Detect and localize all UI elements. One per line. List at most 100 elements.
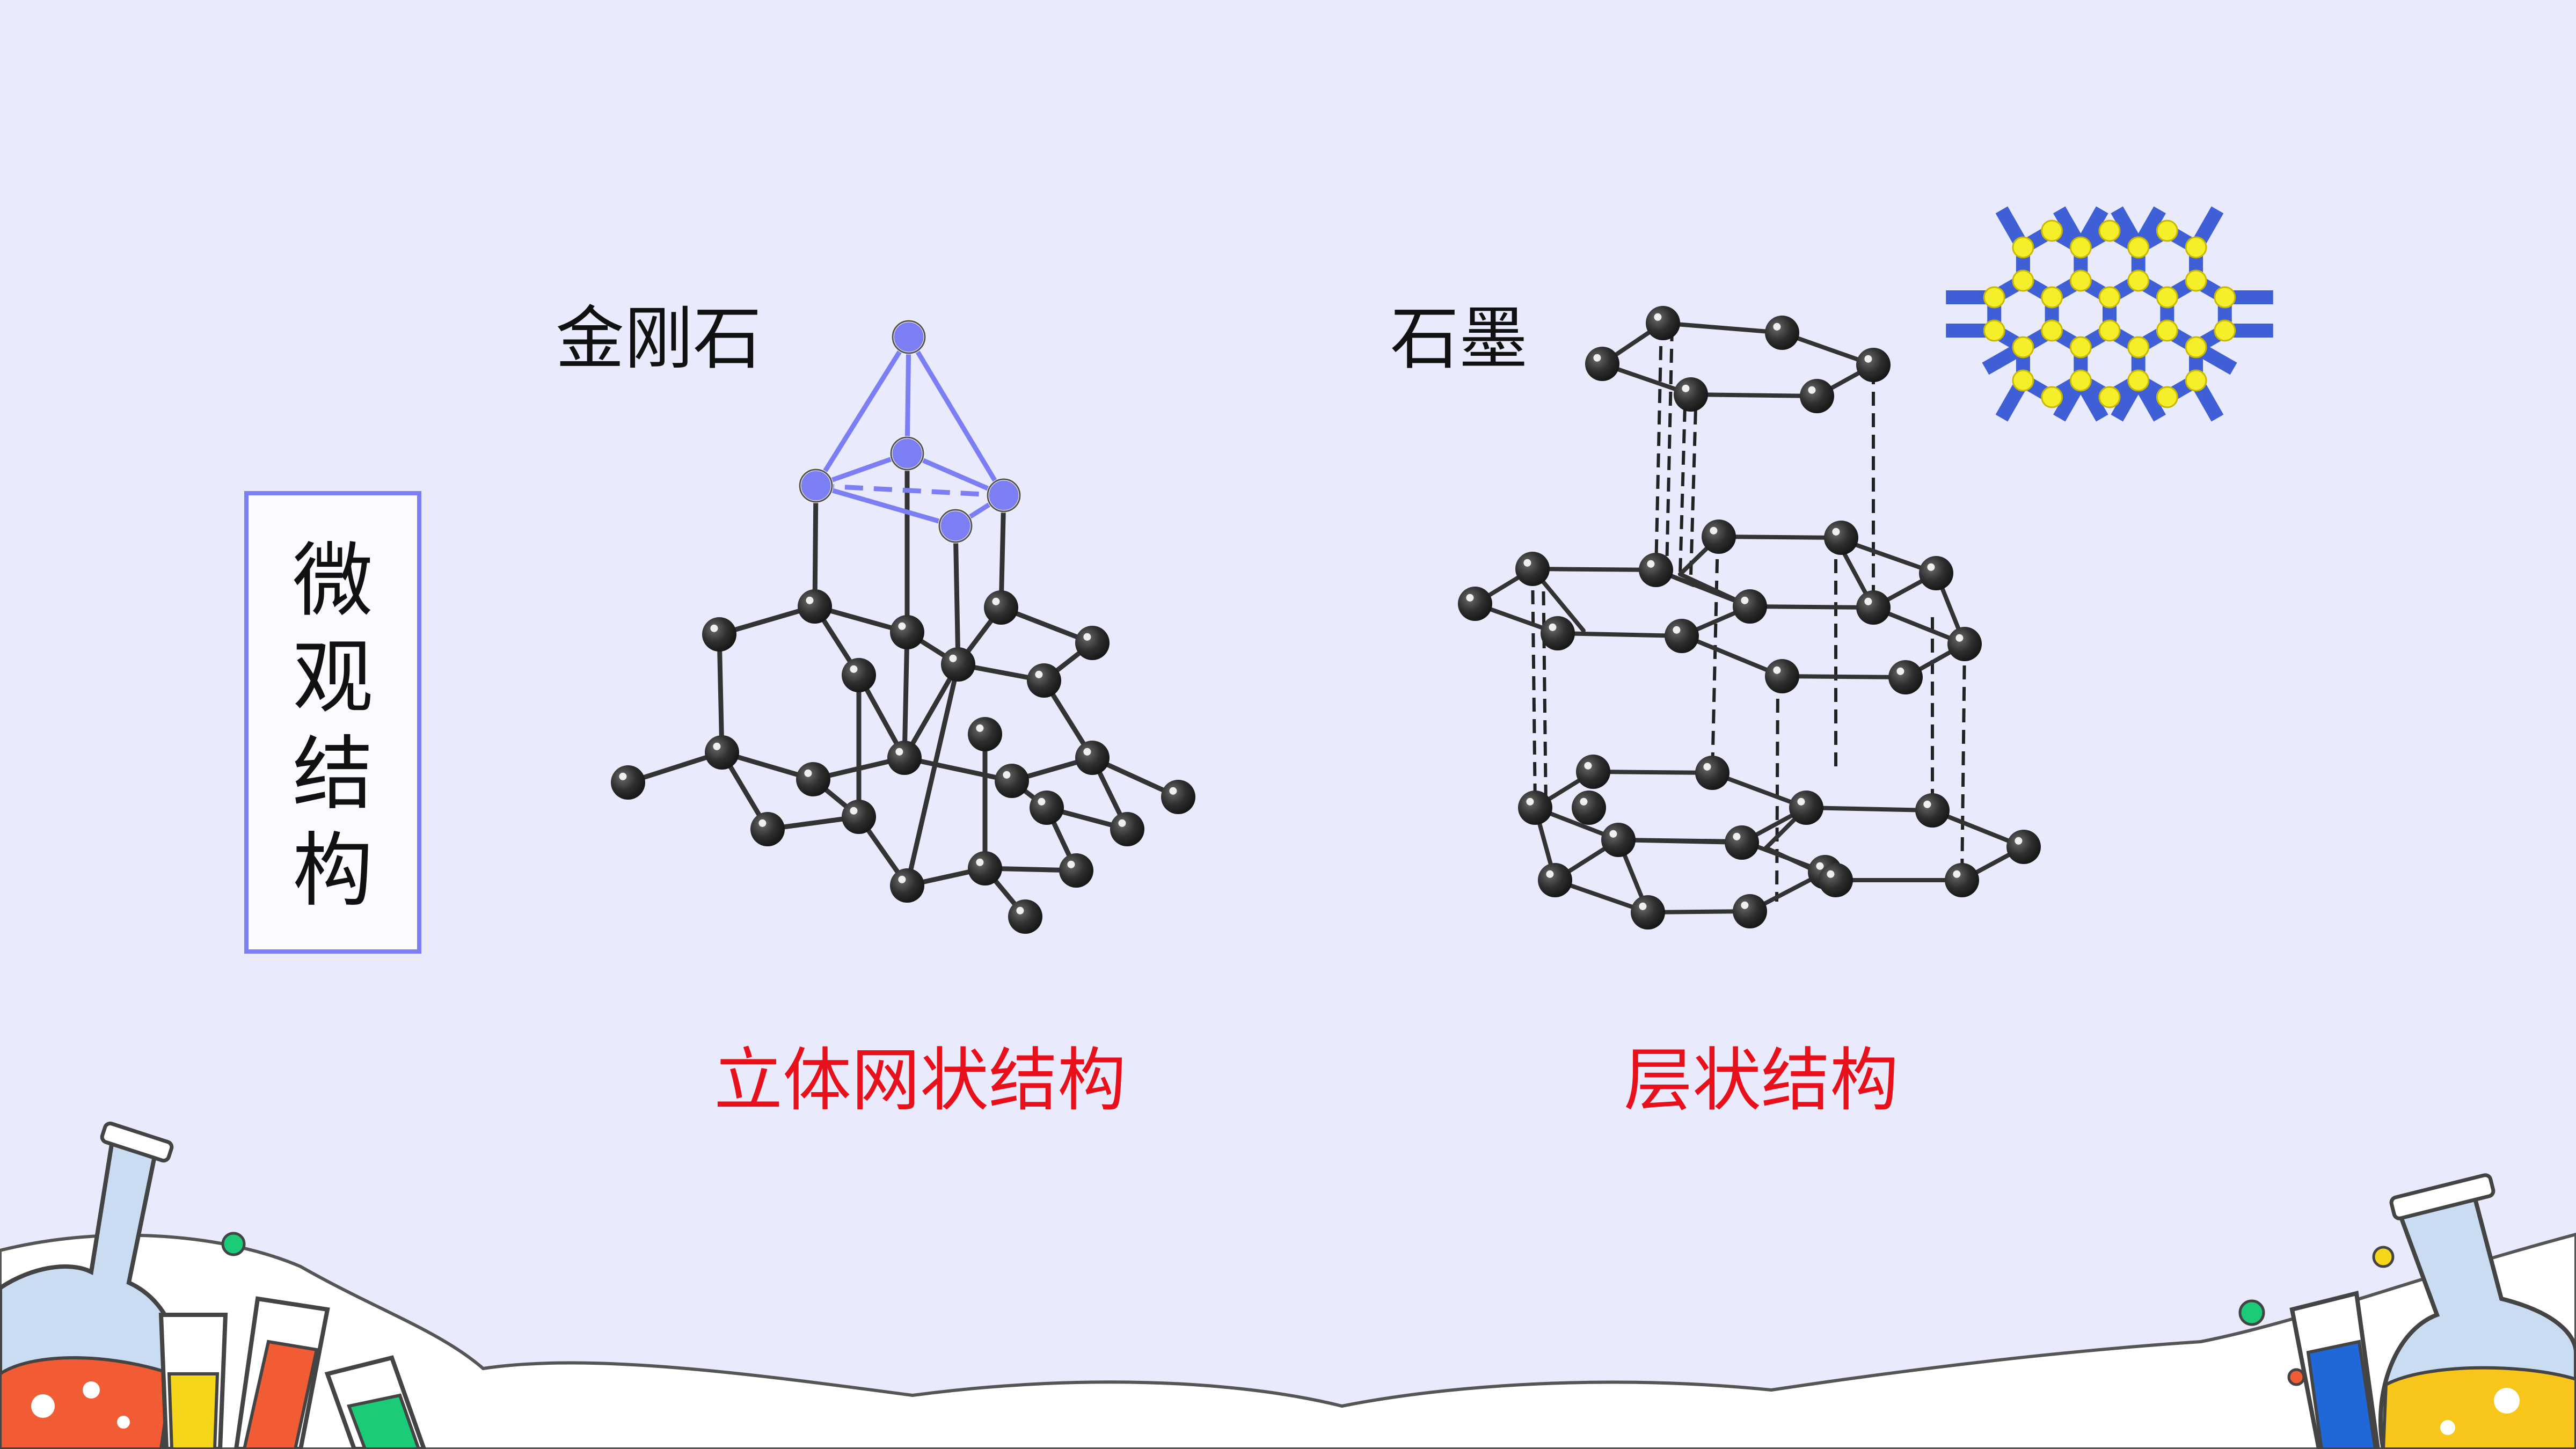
carbon-atom — [1725, 825, 1759, 860]
atom-highlight — [1832, 528, 1840, 536]
test-tube-icon — [158, 1313, 228, 1449]
atom-highlight — [1733, 832, 1741, 840]
graphene-atom — [2069, 236, 2092, 259]
atom-highlight — [1523, 559, 1531, 567]
carbon-atom — [1576, 755, 1610, 789]
atom-highlight — [898, 622, 906, 630]
bond-line — [902, 630, 910, 760]
graphene-atom — [2185, 269, 2207, 292]
bond-line — [1689, 392, 1819, 398]
graphene-atom — [2214, 286, 2236, 309]
atom-highlight — [619, 772, 627, 780]
carbon-atom — [1856, 590, 1891, 625]
carbon-atom — [1541, 616, 1575, 650]
bond-line — [1556, 631, 1684, 638]
bond-line — [1591, 770, 1714, 775]
graphene-atom — [2156, 319, 2178, 342]
carbon-atom — [1059, 853, 1093, 888]
atom-highlight — [1955, 634, 1964, 642]
graphene-atom — [2156, 286, 2178, 309]
interlayer-dash — [1689, 389, 1698, 576]
carbon-atom — [1765, 659, 1799, 693]
diamond-title: 金刚石 — [556, 299, 762, 379]
carbon-atom — [984, 590, 1018, 625]
graphene-atom — [2041, 386, 2063, 408]
atom-highlight — [804, 769, 812, 777]
atom-highlight — [992, 597, 1000, 605]
atom-highlight — [1741, 596, 1749, 604]
tetrahedron-edge — [904, 336, 911, 454]
atom-highlight — [1710, 526, 1718, 535]
tetrahedron-edge — [815, 483, 957, 529]
atom-highlight — [949, 654, 957, 662]
atom-highlight — [1864, 597, 1872, 605]
carbon-atom — [1075, 626, 1110, 660]
graphene-atom — [2041, 319, 2063, 342]
bubble-icon — [2238, 1299, 2265, 1326]
graphene-atom — [2012, 236, 2034, 259]
atom-highlight — [1083, 633, 1091, 641]
graphene-atom — [2098, 219, 2121, 242]
atom-highlight — [1827, 870, 1835, 878]
atom-highlight — [1083, 748, 1091, 756]
bond-line — [1780, 674, 1908, 679]
carbon-atom — [842, 800, 876, 834]
atom-highlight — [850, 665, 858, 673]
highlight-atom-outline — [799, 469, 833, 503]
atom-highlight — [1741, 901, 1749, 909]
atom-highlight — [1864, 355, 1872, 363]
carbon-atom — [1639, 553, 1673, 587]
carbon-atom — [1800, 379, 1834, 413]
atom-highlight — [1682, 384, 1690, 392]
carbon-atom — [842, 658, 876, 692]
carbon-atom — [1665, 619, 1699, 653]
atom-highlight — [710, 624, 718, 632]
carbon-atom — [995, 764, 1029, 798]
atom-highlight — [1584, 762, 1592, 770]
carbon-atom — [1458, 587, 1492, 621]
carbon-atom — [968, 717, 1002, 751]
carbon-atom — [750, 812, 785, 846]
interlayer-dash — [1960, 643, 1966, 881]
atom-highlight — [1169, 787, 1177, 795]
carbon-atom — [941, 647, 975, 682]
highlight-atom-outline — [892, 320, 926, 354]
atom-highlight — [713, 742, 721, 750]
flask-icon — [2378, 1173, 2576, 1449]
carbon-atom — [702, 617, 736, 652]
carbon-atom — [887, 741, 922, 775]
atom-highlight — [1038, 797, 1046, 806]
carbon-atom — [798, 589, 832, 624]
atom-highlight — [1003, 771, 1011, 779]
carbon-atom — [1518, 791, 1552, 825]
atom-highlight — [895, 748, 903, 756]
bond-line — [1661, 321, 1784, 335]
graphene-honeycomb-diagram — [1946, 206, 2273, 422]
atom-highlight — [1546, 870, 1554, 878]
graphene-atom — [2185, 236, 2207, 259]
graphene-atom — [2127, 336, 2150, 358]
bond-line — [904, 662, 961, 888]
carbon-atom — [1646, 306, 1680, 340]
carbon-atom — [1030, 791, 1064, 825]
atom-highlight — [1067, 860, 1075, 868]
graphene-atom — [2127, 236, 2150, 259]
carbon-atom — [1027, 663, 1061, 698]
decorative-lab-glassware — [0, 1121, 2576, 1449]
tetrahedron-edge — [907, 335, 1006, 497]
atom-highlight — [1773, 666, 1781, 674]
atom-highlight — [806, 596, 814, 604]
carbon-atom — [1008, 899, 1042, 934]
carbon-atom — [1819, 863, 1853, 897]
interlayer-dash — [1711, 537, 1719, 773]
graphene-atom — [2069, 336, 2092, 358]
carbon-atom — [1733, 894, 1767, 928]
carbon-atom — [1538, 863, 1572, 897]
interlayer-dash — [1665, 327, 1674, 570]
carbon-atom — [1888, 660, 1923, 694]
tetrahedron-highlight — [798, 319, 1021, 544]
carbon-atom — [1110, 812, 1144, 846]
graphene-atom — [2127, 369, 2150, 392]
atom-highlight — [1639, 902, 1647, 910]
